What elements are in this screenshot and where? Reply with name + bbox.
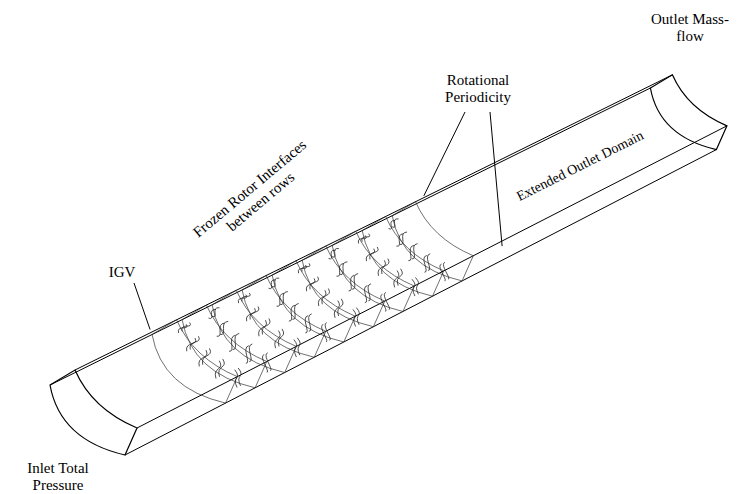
blade [190, 336, 199, 349]
blade [309, 314, 312, 331]
blade [262, 355, 267, 373]
blade [220, 321, 228, 334]
blade [219, 359, 225, 377]
blade [272, 278, 279, 287]
boundary-face [50, 370, 137, 455]
blade [370, 247, 378, 259]
blade [242, 293, 250, 301]
blade [238, 295, 246, 303]
blade [249, 344, 252, 362]
blade [322, 289, 330, 305]
blade [368, 284, 371, 301]
blade [381, 294, 386, 311]
blade [384, 293, 389, 310]
blade [412, 279, 415, 296]
domain-edge [137, 126, 727, 428]
blade [178, 324, 187, 333]
blade [332, 248, 339, 257]
blade-rows [178, 219, 449, 388]
periodicity-label: Rotational Periodicity [433, 72, 523, 105]
domain-edge [75, 75, 672, 370]
blade [212, 308, 219, 317]
blade [443, 262, 448, 279]
blade [202, 348, 210, 364]
blade [297, 338, 300, 356]
blade [340, 262, 347, 275]
blade [246, 346, 249, 364]
interface-plane [332, 231, 414, 311]
domain-edge [125, 150, 716, 455]
blade [238, 368, 241, 386]
leader-line [424, 112, 465, 196]
blade [278, 329, 283, 347]
blade [322, 324, 327, 341]
interface-plane [362, 216, 444, 296]
blade [415, 277, 418, 294]
blade [362, 234, 370, 242]
boundary-label: Outlet Mass-flow [650, 11, 730, 44]
blade [266, 353, 271, 371]
boundary-label: Inlet Total Pressure [11, 460, 106, 493]
blade [262, 318, 270, 334]
blade [352, 274, 358, 290]
leader-line [490, 112, 502, 246]
blade [310, 277, 319, 290]
blade [235, 370, 238, 388]
blade [305, 316, 308, 333]
domain-edges [50, 75, 727, 455]
leader-line [134, 283, 150, 330]
blade [182, 323, 191, 332]
blade [338, 299, 343, 316]
blade [427, 254, 430, 271]
blade [365, 286, 368, 303]
igv-label: IGV [109, 264, 136, 281]
interface-label: Frozen Rotor Interfaces between rows [187, 134, 323, 256]
domain-edge [50, 88, 650, 385]
blade [294, 340, 297, 358]
blade [392, 219, 398, 228]
interface-plane [212, 290, 296, 372]
leader-lines [134, 112, 502, 330]
blade [440, 264, 445, 281]
domain-label: Extended Outlet Domain [514, 127, 646, 204]
blade [325, 323, 330, 340]
blade [397, 269, 402, 286]
blade [280, 292, 288, 305]
blade [424, 255, 427, 272]
interface-plane [272, 261, 355, 342]
blade [233, 333, 240, 349]
blade [400, 232, 407, 244]
blade [302, 263, 310, 271]
boundary-face [650, 75, 727, 150]
blade [292, 303, 298, 319]
blade [356, 308, 359, 325]
blade [250, 306, 259, 319]
blade [382, 259, 389, 274]
interface-plane [392, 202, 473, 281]
interface-plane [152, 320, 237, 403]
blade [412, 244, 418, 259]
blade [353, 309, 356, 326]
blade [298, 265, 306, 273]
boundary-faces [50, 75, 727, 455]
